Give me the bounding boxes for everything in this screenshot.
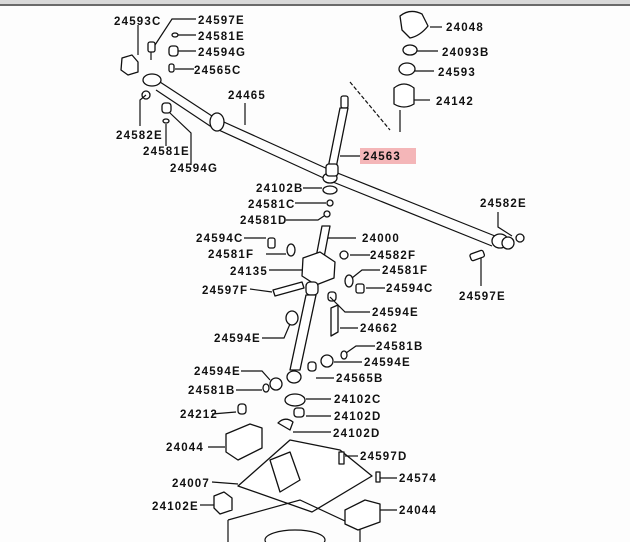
label-24102B[interactable]: 24102B <box>256 183 303 195</box>
label-24594E-d[interactable]: 24594E <box>194 366 241 378</box>
shift-knob-assembly <box>349 10 429 132</box>
label-24594E-a[interactable]: 24594E <box>372 307 419 319</box>
label-24048[interactable]: 24048 <box>446 22 484 34</box>
fasteners-bottom-right <box>338 451 381 483</box>
label-24581B-left[interactable]: 24581B <box>188 385 235 397</box>
label-24594C-right[interactable]: 24594C <box>386 283 433 295</box>
label-24565B[interactable]: 24565B <box>336 373 383 385</box>
label-24102C[interactable]: 24102C <box>334 394 381 406</box>
label-24007[interactable]: 24007 <box>172 478 210 490</box>
center-washers <box>322 185 338 218</box>
leader-lines <box>137 18 513 511</box>
lever-block-24135 <box>267 225 365 302</box>
label-24465[interactable]: 24465 <box>228 90 266 102</box>
label-24574[interactable]: 24574 <box>399 473 437 485</box>
label-24581E-left[interactable]: 24581E <box>143 146 190 158</box>
label-24593[interactable]: 24593 <box>438 67 476 79</box>
bracket-24044-left <box>225 423 263 461</box>
label-24594G-left[interactable]: 24594G <box>170 163 218 175</box>
label-24594G-top[interactable]: 24594G <box>198 47 246 59</box>
label-24594E-c[interactable]: 24594E <box>364 357 411 369</box>
shift-lever-24563 <box>325 95 349 177</box>
window-top-bar <box>0 0 630 4</box>
label-24212[interactable]: 24212 <box>180 409 218 421</box>
label-24597E-right[interactable]: 24597E <box>459 291 506 303</box>
label-24102D-b[interactable]: 24102D <box>333 428 380 440</box>
label-24582F[interactable]: 24582F <box>370 250 416 262</box>
label-24597D[interactable]: 24597D <box>360 451 407 463</box>
guide-24102E <box>213 491 233 515</box>
label-24581F-right[interactable]: 24581F <box>382 265 428 277</box>
highlight-24563 <box>360 148 416 164</box>
label-24582E-right[interactable]: 24582E <box>480 198 527 210</box>
control-rod-24465 <box>155 81 525 250</box>
label-24581F-left[interactable]: 24581F <box>208 249 254 261</box>
bracket-24044-right <box>344 499 381 531</box>
label-24594E-b[interactable]: 24594E <box>214 333 261 345</box>
bushings-and-guides <box>237 393 306 431</box>
label-24093B[interactable]: 24093B <box>442 47 489 59</box>
label-24563[interactable]: 24563 <box>363 151 401 163</box>
label-24000[interactable]: 24000 <box>362 233 400 245</box>
label-24597F[interactable]: 24597F <box>202 285 248 297</box>
label-24565C[interactable]: 24565C <box>194 65 241 77</box>
label-24142[interactable]: 24142 <box>436 96 474 108</box>
label-24662[interactable]: 24662 <box>360 323 398 335</box>
label-24135[interactable]: 24135 <box>230 266 268 278</box>
label-24594C-left[interactable]: 24594C <box>196 233 243 245</box>
shift-arm <box>262 281 348 393</box>
label-24582E-left[interactable]: 24582E <box>116 130 163 142</box>
label-24593C[interactable]: 24593C <box>114 16 161 28</box>
label-24581D[interactable]: 24581D <box>240 215 287 227</box>
window-top-border <box>0 4 630 6</box>
label-24581C[interactable]: 24581C <box>248 199 295 211</box>
part-labels: 24593C 24597E 24581E 24594G 24565C 24465… <box>114 15 527 517</box>
label-24044-right[interactable]: 24044 <box>399 505 437 517</box>
label-24102D-a[interactable]: 24102D <box>334 411 381 423</box>
label-24581B-right[interactable]: 24581B <box>376 341 423 353</box>
label-24581E-top[interactable]: 24581E <box>198 31 245 43</box>
label-24597E-top[interactable]: 24597E <box>198 15 245 27</box>
bolt-24597E-right <box>469 249 486 262</box>
label-24044-left[interactable]: 24044 <box>166 442 204 454</box>
rod-end-joint <box>120 32 179 124</box>
label-24102E[interactable]: 24102E <box>152 501 199 513</box>
